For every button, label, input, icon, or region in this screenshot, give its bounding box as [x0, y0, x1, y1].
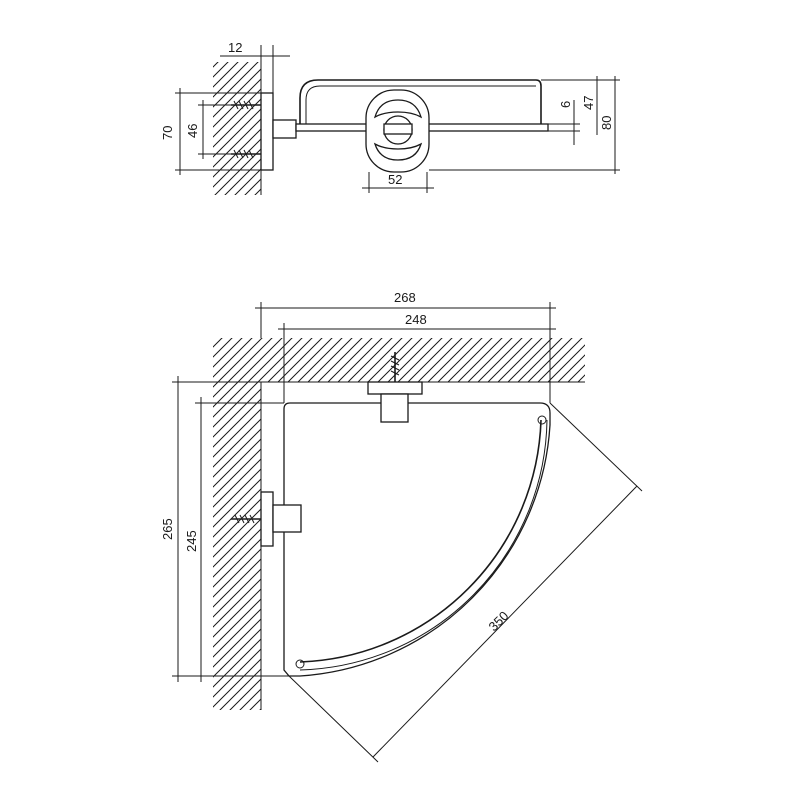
side-view: 12 70 46 52 6	[160, 40, 620, 195]
dim-label-6: 6	[558, 101, 573, 108]
dim-label-70: 70	[160, 126, 175, 140]
dim-height-inner: 245	[184, 397, 284, 682]
dim-screw-spacing: 46	[185, 100, 231, 159]
dim-width-outer: 268	[255, 290, 556, 403]
top-rail	[299, 419, 542, 663]
dim-width-inner: 248	[278, 312, 556, 403]
dim-plate-thickness: 12	[220, 40, 290, 93]
side-screw-top	[231, 100, 261, 110]
side-wall-hatch	[213, 62, 261, 195]
top-back-bracket	[367, 352, 423, 423]
dim-label-268: 268	[394, 290, 416, 305]
dim-label-52: 52	[388, 172, 402, 187]
top-wall-hatch-side	[213, 382, 261, 710]
dim-label-350: 350	[486, 608, 512, 634]
dim-label-248: 248	[405, 312, 427, 327]
dim-right-stack: 6 47 80	[429, 76, 620, 174]
dim-label-12: 12	[228, 40, 242, 55]
dim-label-265: 265	[160, 518, 175, 540]
dim-clip-width: 52	[362, 172, 434, 193]
top-side-bracket	[231, 491, 302, 547]
dim-label-245: 245	[184, 530, 199, 552]
dim-label-47: 47	[581, 96, 596, 110]
side-screw-bottom	[231, 149, 261, 159]
side-wall-plate	[260, 92, 274, 171]
side-rail	[299, 79, 542, 124]
top-view: 268 248 265 245 350	[160, 290, 643, 763]
dim-label-80: 80	[599, 116, 614, 130]
dim-height-outer: 265	[160, 376, 289, 682]
side-arm-stub	[272, 119, 297, 139]
dim-label-46: 46	[185, 124, 200, 138]
dim-height-70: 70	[160, 88, 261, 175]
top-glass-shelf	[283, 402, 551, 677]
side-glass-clip	[365, 89, 430, 173]
